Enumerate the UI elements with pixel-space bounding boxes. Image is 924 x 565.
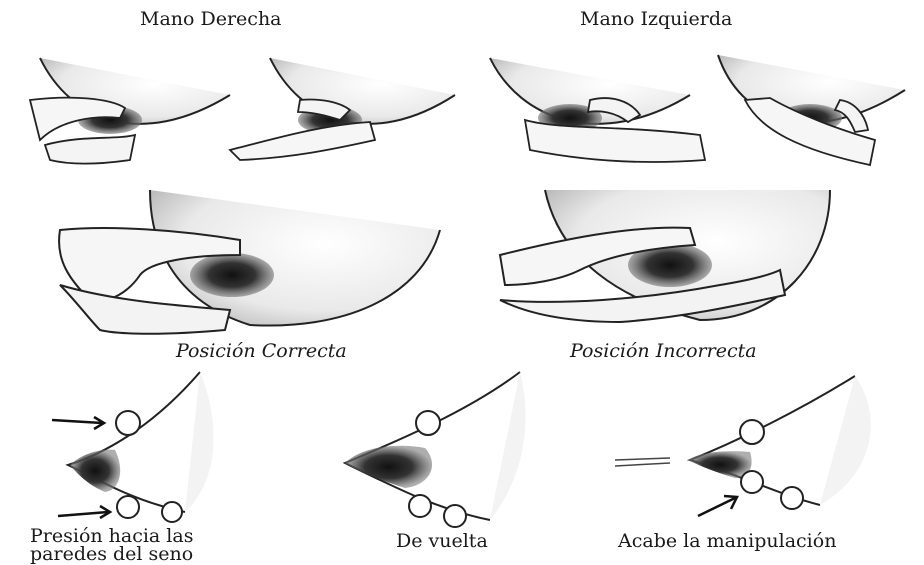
incorrect-position-illustration <box>500 190 830 322</box>
top-illustration-1 <box>30 58 230 164</box>
right-hand-heading: Mano Derecha <box>140 8 282 30</box>
left-hand-heading: Mano Izquierda <box>580 8 732 30</box>
step3-label: Acabe la manipulación <box>618 530 836 552</box>
step2-label: De vuelta <box>396 530 488 552</box>
step2-illustration <box>345 372 526 527</box>
incorrect-position-label: Posición Incorrecta <box>570 340 757 362</box>
step1-illustration <box>52 372 214 522</box>
step3-illustration <box>615 376 871 516</box>
correct-position-illustration <box>59 190 440 334</box>
top-illustration-2 <box>230 58 455 160</box>
correct-position-label: Posición Correcta <box>176 340 347 362</box>
top-illustration-3 <box>490 58 705 162</box>
top-illustration-4 <box>718 55 905 165</box>
step1-label-line2: paredes del seno <box>30 544 193 564</box>
